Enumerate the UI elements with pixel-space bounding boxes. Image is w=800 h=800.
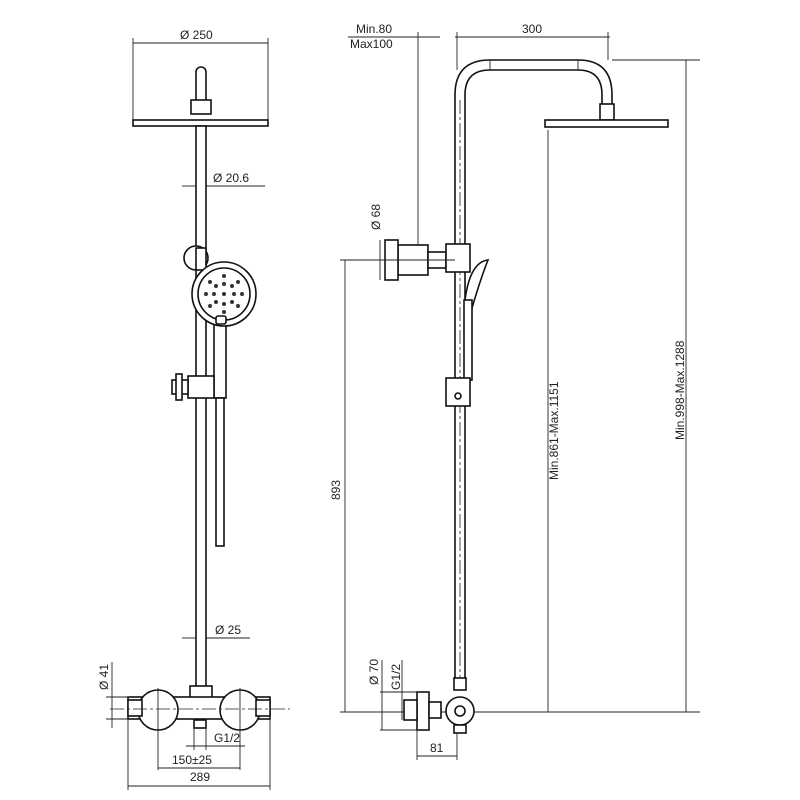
- bracket-diameter-label: Ø 68: [369, 204, 383, 230]
- side-rain-head: [544, 119, 669, 128]
- hose: [215, 397, 225, 547]
- offset-min-label: Min.80: [356, 22, 392, 36]
- arm-length-label: 300: [522, 22, 542, 36]
- hand-shower-handle: [213, 317, 227, 399]
- side-mixer-body: [445, 696, 475, 726]
- side-slider: [445, 377, 471, 407]
- rain-shower-head: [132, 119, 269, 127]
- offset-max-label: Max100: [350, 37, 393, 51]
- inlet-thread-label: G1/2: [214, 731, 240, 745]
- bent-shower-arm: [454, 59, 613, 690]
- escutcheon-diameter-label: Ø 70: [367, 659, 381, 685]
- total-height-range-label: Min.998-Max.1288: [673, 340, 687, 440]
- side-hand-shower: [464, 259, 490, 316]
- inlet-spacing-label: 150±25: [172, 753, 212, 767]
- mixer-width-label: 289: [190, 770, 210, 784]
- mixer-diameter-label: Ø 41: [97, 664, 111, 690]
- slider-bracket: [187, 375, 215, 399]
- front-view: Ø 250 Ø 20.6 Ø: [97, 28, 290, 790]
- riser-pipe: [195, 125, 207, 692]
- head-height-range-label: Min.861-Max.1151: [547, 381, 561, 480]
- arm-diameter-label: Ø 20.6: [213, 171, 249, 185]
- arm-nut: [190, 99, 212, 115]
- side-view: Min.80 Max100 300 Ø 68 893 Min.861-Max.1…: [329, 22, 700, 760]
- wall-distance-label: 81: [430, 741, 444, 755]
- shower-arm: [195, 66, 207, 112]
- escutcheon: [416, 691, 430, 731]
- slider-height-label: 893: [329, 480, 343, 500]
- pipe-diameter-label: Ø 25: [215, 623, 241, 637]
- side-inlet-thread-label: G1/2: [389, 664, 403, 690]
- head-diameter-label: Ø 250: [180, 28, 213, 42]
